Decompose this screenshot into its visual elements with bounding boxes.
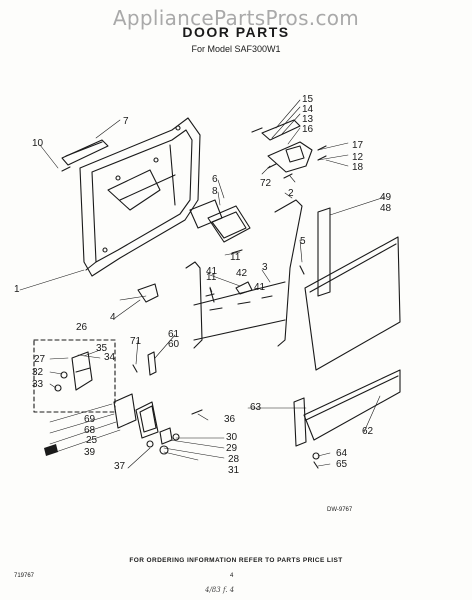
inner-door-panel <box>79 117 201 277</box>
callout-7: 7 <box>123 116 129 127</box>
callout-34: 34 <box>104 352 116 363</box>
door-handle <box>61 139 109 166</box>
callout-17: 17 <box>352 140 364 151</box>
watermark-text: AppliancePartsPros.com <box>112 6 360 30</box>
callout-64: 64 <box>336 448 348 459</box>
callout-13: 13 <box>302 114 314 125</box>
callout-28: 28 <box>228 454 240 465</box>
callout-1: 1 <box>14 284 20 295</box>
callout-69: 69 <box>84 414 96 425</box>
dispenser-assembly <box>251 119 327 179</box>
callout-11: 11 <box>206 272 217 283</box>
kick-panel <box>303 369 401 441</box>
callout-35: 35 <box>96 343 108 354</box>
callout-33: 33 <box>32 379 44 390</box>
retainer-clip <box>235 281 253 295</box>
callout-71: 71 <box>130 336 142 347</box>
frame-screw <box>231 249 243 254</box>
callout-leaders <box>19 99 386 469</box>
callout-18: 18 <box>352 162 364 173</box>
callout-27: 27 <box>34 354 46 365</box>
callout-14: 14 <box>302 104 314 115</box>
callout-39: 39 <box>84 447 96 458</box>
handle-screw <box>61 166 71 172</box>
door-latch <box>54 351 93 392</box>
callout-41: 41 <box>254 282 266 293</box>
callout-12: 12 <box>352 152 364 163</box>
handwritten-note: 4/83 f. 4 <box>205 586 235 594</box>
callout-42: 42 <box>236 268 248 279</box>
page-title: DOOR PARTS <box>182 24 290 40</box>
model-subtitle: For Model SAF300W1 <box>191 44 281 54</box>
callout-29: 29 <box>226 443 238 454</box>
callout-2: 2 <box>288 188 294 199</box>
latch-strike <box>44 444 58 456</box>
callout-4: 4 <box>110 312 116 323</box>
callout-68: 68 <box>84 425 96 436</box>
door-outer-panel <box>304 207 401 371</box>
callout-36: 36 <box>224 414 236 425</box>
callout-25: 25 <box>86 435 98 446</box>
panel-screw <box>313 461 319 469</box>
callout-62: 62 <box>362 426 374 437</box>
callout-26: 26 <box>76 322 88 333</box>
panel-trim <box>293 397 307 447</box>
callout-37: 37 <box>114 461 126 472</box>
callout-72: 72 <box>260 178 272 189</box>
callout-11: 11 <box>230 252 241 263</box>
callout-8: 8 <box>212 186 218 197</box>
callout-5: 5 <box>300 236 306 247</box>
callout-49: 49 <box>380 192 392 203</box>
side-screw <box>299 265 305 275</box>
callout-65: 65 <box>336 459 348 470</box>
callout-30: 30 <box>226 432 238 443</box>
callout-numbers: 1234567810111112131415161718252627282930… <box>14 94 392 476</box>
callout-16: 16 <box>302 124 314 135</box>
callout-48: 48 <box>380 203 392 214</box>
latch-housing <box>113 393 159 439</box>
diagram-code: DW-9767 <box>327 507 353 513</box>
detergent-dispenser <box>189 199 251 243</box>
callout-15: 15 <box>302 94 314 105</box>
callout-32: 32 <box>32 367 44 378</box>
callout-3: 3 <box>262 262 268 273</box>
callout-6: 6 <box>212 174 218 185</box>
hinge-screw <box>205 287 215 303</box>
callout-61: 61 <box>168 329 180 340</box>
callout-63: 63 <box>250 402 262 413</box>
callout-60: 60 <box>168 339 180 350</box>
page-number: 4 <box>230 573 234 579</box>
door-spring <box>132 351 157 376</box>
document-number: 719767 <box>14 573 35 579</box>
callout-41: 41 <box>206 266 218 277</box>
ordering-note: FOR ORDERING INFORMATION REFER TO PARTS … <box>129 557 343 564</box>
callout-10: 10 <box>32 138 44 149</box>
callout-31: 31 <box>228 465 240 476</box>
hinge-bracket <box>137 283 159 303</box>
